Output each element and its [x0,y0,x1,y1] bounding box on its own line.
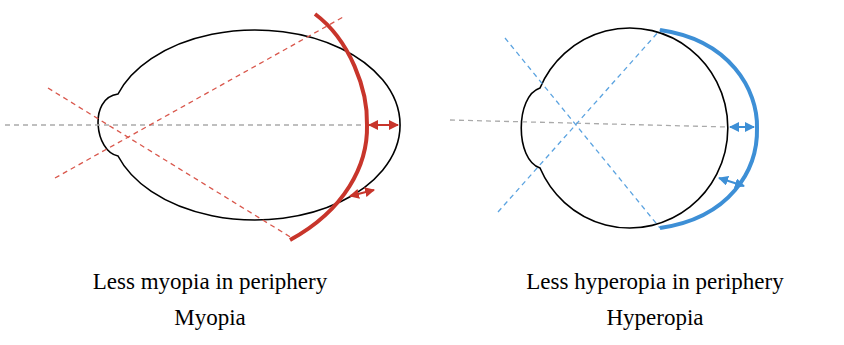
ray-line [48,88,292,238]
distance-arrow [369,124,398,126]
ray-line [55,16,345,178]
eye-outline [521,28,728,228]
caption-label: Less hyperopia in periphery [526,268,783,296]
distance-arrow [350,190,374,196]
caption-label: Less myopia in periphery [93,268,327,296]
optical-axis [5,124,400,125]
condition-label: Myopia [174,304,246,332]
focal-surface [290,14,367,240]
distance-arrow [719,178,744,186]
ray-line [505,38,660,228]
ray-line [498,30,660,212]
condition-label: Hyperopia [606,304,703,332]
focal-surface [660,30,757,228]
optical-axis [450,120,728,127]
distance-arrow [730,126,754,128]
